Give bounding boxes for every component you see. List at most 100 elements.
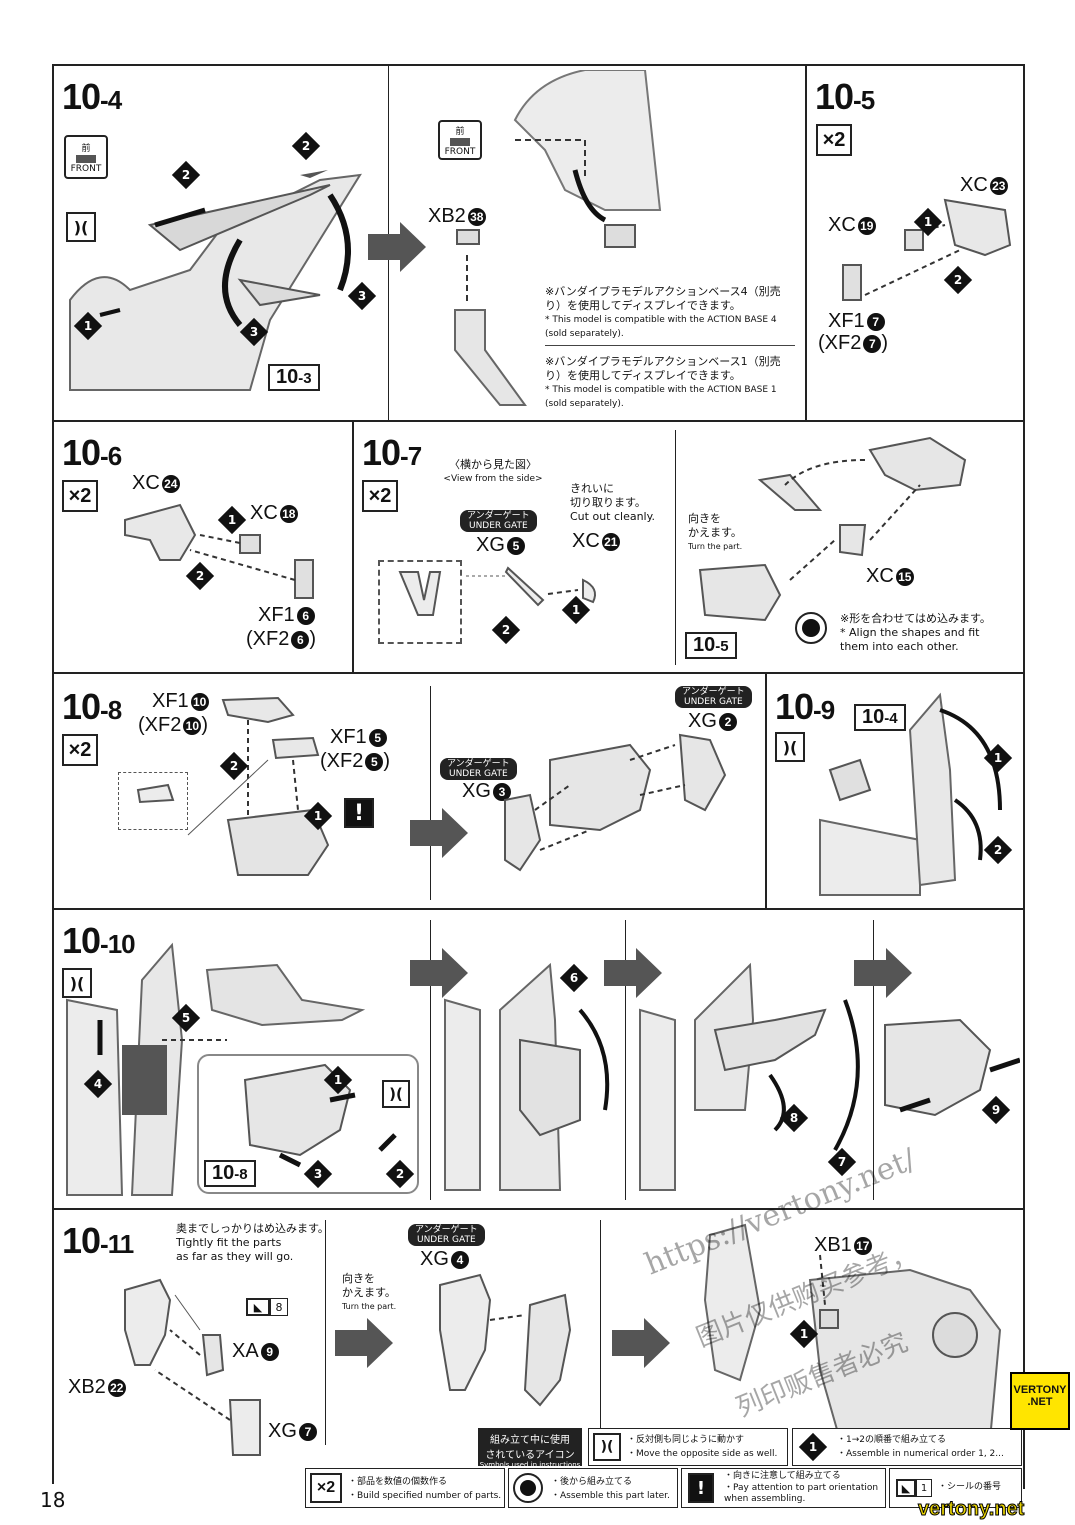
flow-arrow-icon xyxy=(410,948,468,998)
front-arrow-icon xyxy=(76,154,96,163)
opposite-side-icon: )( xyxy=(62,968,92,998)
legend-sticker: ◣ 1 ・シールの番号 xyxy=(889,1468,1022,1508)
parts-illustration-10-11 xyxy=(124,1278,261,1456)
body-illustration-10-9 xyxy=(819,692,1002,896)
sticker-icon: ◣ xyxy=(246,1298,270,1316)
opposite-side-icon: )( xyxy=(66,212,96,242)
turn-part-note: 向きをかえます。 Turn the part. xyxy=(342,1272,397,1311)
parts-illustration-10-8 xyxy=(136,696,330,876)
seq-6-badge: 6 xyxy=(559,963,589,993)
front-jp: 前 xyxy=(81,143,91,154)
seq-1-badge: 1 xyxy=(789,1319,819,1349)
step-title-10-6: 10-6 xyxy=(62,432,122,473)
parts-illustration-10-5 xyxy=(842,198,1012,301)
parts-illustration-10-7 xyxy=(698,436,967,622)
seq-1-badge: 1 xyxy=(303,801,333,831)
seq-2-badge: 2 xyxy=(983,835,1013,865)
seq-1-badge: 1 xyxy=(913,207,943,237)
front-indicator: 前 FRONT xyxy=(438,120,482,160)
seq-3-badge: 3 xyxy=(303,1159,333,1189)
side-view-label: 〈横から見た図〉 <View from the side> xyxy=(443,458,543,484)
parts-illustration-10-8b xyxy=(504,733,727,872)
divider-10-6 xyxy=(352,420,354,672)
gate-detail-illustration xyxy=(398,566,596,616)
multiplier-x2: ×2 xyxy=(62,480,98,512)
divider-10-11-a xyxy=(325,1220,326,1445)
sticker-icon: ◣ xyxy=(896,1479,916,1497)
flow-arrow-icon xyxy=(368,222,426,272)
opposite-side-icon: )( xyxy=(775,732,805,762)
watermark-footer: vertony.net xyxy=(917,1498,1025,1521)
assemble-later-icon xyxy=(513,1473,543,1503)
seq-1-badge: 1 xyxy=(561,595,591,625)
seq-1-badge: 1 xyxy=(983,743,1013,773)
front-indicator: 前 FRONT xyxy=(64,135,108,179)
legend-orientation: ! ・向きに注意して組み立てる ・Pay attention to part o… xyxy=(681,1468,886,1508)
flow-arrow-icon xyxy=(604,948,662,998)
arm-stage-illustration-2 xyxy=(639,962,860,1191)
legend-opposite-side: )( ・反対側も同じように動かす ・Move the opposite side… xyxy=(588,1428,788,1466)
detail-box-10-8 xyxy=(118,772,188,830)
parts-illustration-10-6 xyxy=(124,503,314,599)
seq-4-badge: 4 xyxy=(83,1069,113,1099)
legend-assemble-later: ・後から組み立てる ・Assemble this part later. xyxy=(508,1468,678,1508)
row1-bottom-rule xyxy=(52,420,1024,422)
sticker-number: 8 xyxy=(270,1298,288,1316)
step-title-10-7: 10-7 xyxy=(362,432,422,473)
front-en: FRONT xyxy=(70,163,102,174)
divider-10-10-c xyxy=(873,920,874,1200)
parts-illustration-10-11b xyxy=(439,1273,572,1407)
row2-bottom-rule xyxy=(52,672,1024,674)
multiplier-x2-icon: ×2 xyxy=(310,1473,342,1503)
divider-10-9 xyxy=(765,672,767,908)
legend-numerical-order: 1 ・1→2の順番で組み立てる ・Assemble in numerical o… xyxy=(792,1428,1022,1466)
divider-10-10-b xyxy=(625,920,626,1200)
opposite-side-icon: )( xyxy=(593,1433,621,1461)
seq-2-badge: 2 xyxy=(291,131,321,161)
orientation-warning-icon: ! xyxy=(344,798,374,828)
seq-3-badge: 3 xyxy=(347,281,377,311)
align-shapes-note: ※形を合わせてはめ込みます。* Align the shapes and fit… xyxy=(840,612,991,653)
page-number: 18 xyxy=(40,1488,66,1512)
step-title-10-10: 10-10 xyxy=(62,920,136,961)
orientation-warning-icon: ! xyxy=(688,1473,714,1503)
left-rule xyxy=(52,64,54,1484)
arm-stage-illustration-1 xyxy=(444,962,610,1191)
turn-part-note: 向きをかえます。 Turn the part. xyxy=(688,512,743,551)
ref-10-3: 10-3 xyxy=(268,364,320,391)
note-action-base-1: ※バンダイプラモデルアクションベース1（別売り）を使用してディスプレイできます。… xyxy=(545,355,781,409)
seq-2-badge: 2 xyxy=(491,615,521,645)
note-action-base-4: ※バンダイプラモデルアクションベース4（別売り）を使用してディスプレイできます。… xyxy=(545,285,781,339)
row4-bottom-rule xyxy=(52,1208,1024,1210)
ref-10-8: 10-8 xyxy=(204,1160,256,1187)
seq-1-badge: 1 xyxy=(323,1065,353,1095)
seq-2-badge: 2 xyxy=(171,160,201,190)
seq-9-badge: 9 xyxy=(981,1095,1011,1125)
flow-arrow-icon xyxy=(612,1318,670,1368)
multiplier-x2: ×2 xyxy=(362,480,398,512)
ref-10-4: 10-4 xyxy=(854,704,906,731)
legend-multiplier: ×2 ・部品を数値の個数作る ・Build specified number o… xyxy=(305,1468,505,1508)
divider-10-5 xyxy=(805,64,807,420)
seq-2-badge: 2 xyxy=(219,751,249,781)
